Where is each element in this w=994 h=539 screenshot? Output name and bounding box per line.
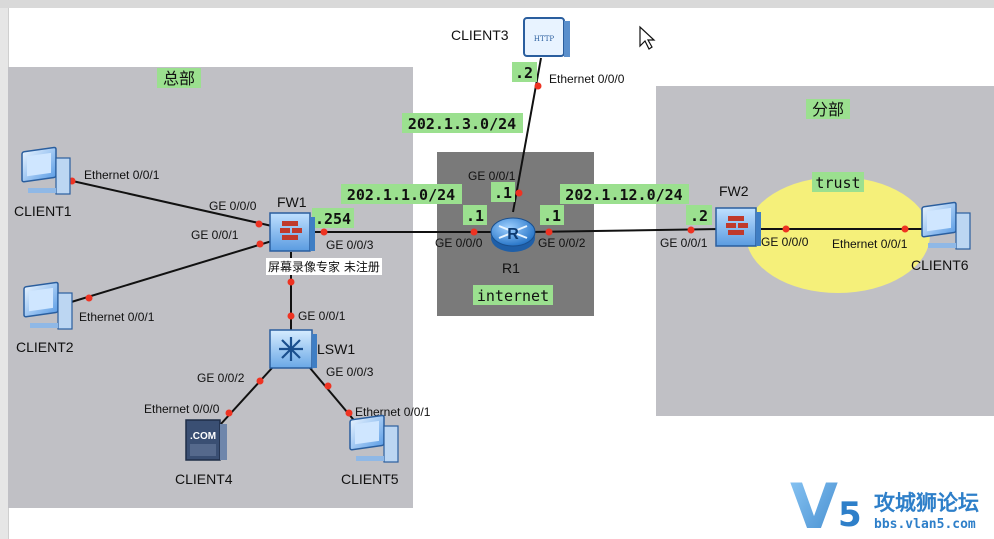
router-icon-r1[interactable]: R — [490, 217, 536, 252]
host-label-r1-right: .1 — [543, 207, 561, 225]
port-label: GE 0/0/2 — [197, 371, 245, 385]
port-label: GE 0/0/1 — [468, 169, 516, 183]
forum-logo: V 5 攻城狮论坛 bbs.vlan5.com — [790, 470, 979, 539]
zone-label-hq: 总部 — [163, 69, 195, 88]
http-server-icon-client3[interactable]: HTTP — [523, 17, 570, 57]
host-label-r1-top: .1 — [494, 184, 512, 202]
firewall-icon-fw1[interactable] — [269, 212, 315, 252]
logo-letter: V — [790, 470, 838, 539]
subnet-label-202-1-1: 202.1.1.0/24 — [347, 186, 455, 204]
port-label: GE 0/0/1 — [191, 228, 239, 242]
port-label: GE 0/0/0 — [761, 235, 809, 249]
device-label-client1: CLIENT1 — [14, 203, 72, 219]
zone-label-branch: 分部 — [812, 100, 844, 119]
device-label-fw2: FW2 — [719, 183, 749, 199]
port-label: Ethernet 0/0/0 — [144, 402, 220, 416]
device-label-client2: CLIENT2 — [16, 339, 74, 355]
http-icon-text: HTTP — [534, 35, 555, 43]
logo-digit: 5 — [838, 495, 862, 535]
device-label-client6: CLIENT6 — [911, 257, 969, 273]
pc-icon-client1[interactable] — [21, 146, 71, 195]
port-label: Ethernet 0/0/1 — [84, 168, 160, 182]
zone-label-trust: trust — [815, 174, 860, 192]
device-label-client3: CLIENT3 — [451, 27, 509, 43]
port-label: Ethernet 0/0/1 — [832, 237, 908, 251]
port-label: GE 0/0/3 — [326, 238, 374, 252]
port-dots — [68, 82, 909, 417]
port-label: Ethernet 0/0/0 — [549, 72, 625, 86]
recorder-watermark-bg — [266, 258, 382, 275]
host-label-fw1: .254 — [315, 210, 351, 228]
device-label-r1: R1 — [502, 260, 520, 276]
com-server-icon-client4[interactable]: .COM — [185, 419, 227, 461]
switch-icon-lsw1[interactable] — [269, 329, 317, 369]
firewall-icon-fw2[interactable] — [715, 207, 761, 247]
device-label-fw1: FW1 — [277, 194, 307, 210]
host-label-fw2: .2 — [690, 207, 708, 225]
subnet-label-202-1-12: 202.1.12.0/24 — [565, 186, 682, 204]
device-label-client5: CLIENT5 — [341, 471, 399, 487]
com-icon-text: .COM — [190, 431, 216, 442]
zone-trust — [746, 177, 930, 293]
port-label: GE 0/0/0 — [209, 199, 257, 213]
port-label: GE 0/0/1 — [660, 236, 708, 250]
subnet-label-202-1-3: 202.1.3.0/24 — [408, 115, 516, 133]
mouse-cursor-icon — [639, 25, 656, 50]
link-client1-fw1 — [67, 179, 273, 227]
zone-label-internet: internet — [477, 287, 549, 305]
port-label: Ethernet 0/0/1 — [79, 310, 155, 324]
label-backgrounds — [157, 62, 864, 305]
port-label: Ethernet 0/0/1 — [355, 405, 431, 419]
window-top-bar — [0, 0, 994, 8]
router-icon-text: R — [507, 226, 519, 243]
port-label: GE 0/0/0 — [435, 236, 483, 250]
pc-icon-client2[interactable] — [23, 281, 73, 330]
port-label: GE 0/0/1 — [298, 309, 346, 323]
host-label-client3: .2 — [515, 64, 533, 82]
pc-icon-client5[interactable] — [349, 414, 399, 463]
logo-url-text: bbs.vlan5.com — [874, 517, 976, 532]
device-label-lsw1: LSW1 — [317, 341, 355, 357]
port-label: GE 0/0/3 — [326, 365, 374, 379]
recorder-watermark: 屏幕录像专家 未注册 — [268, 259, 380, 274]
logo-cn-text: 攻城狮论坛 — [874, 491, 979, 515]
link-client2-fw1 — [67, 240, 273, 304]
pc-icon-client6[interactable] — [921, 201, 971, 250]
device-label-client4: CLIENT4 — [175, 471, 233, 487]
port-label: GE 0/0/2 — [538, 236, 586, 250]
host-label-r1-left: .1 — [466, 207, 484, 225]
